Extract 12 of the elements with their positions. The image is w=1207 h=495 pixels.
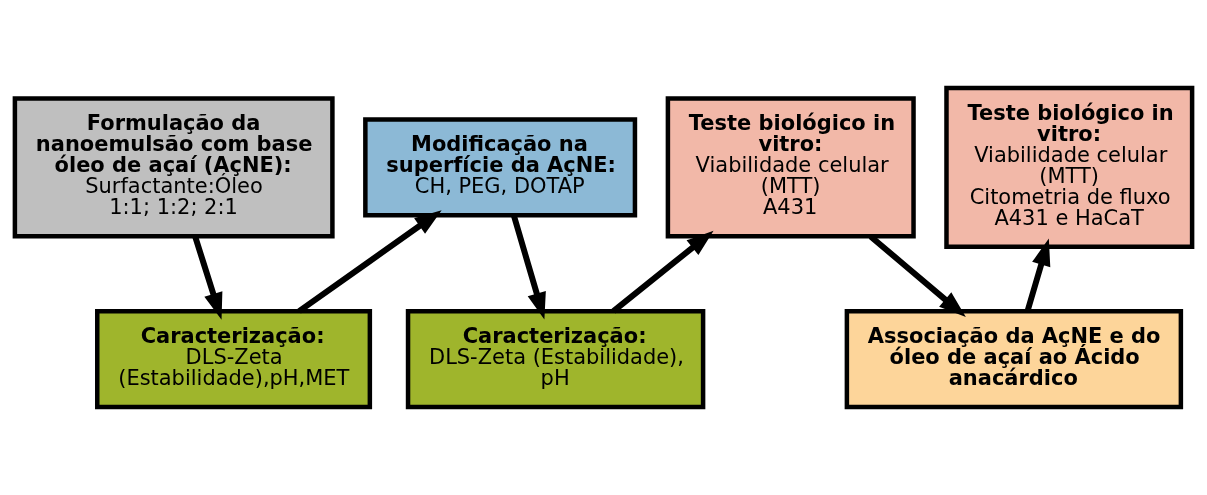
arrow — [192, 235, 223, 320]
node-box: Associação da AçNE e do óleo de açaí ao Ácido anacárdico — [844, 308, 1184, 410]
node-box: Formulação da nanoemulsão com base óleo de açaí (AçNE): Surfactante:Óleo 1:1; 1:2; 2:1 — [12, 96, 335, 239]
arrow — [511, 214, 546, 320]
node-box: Caracterização: DLS-Zeta (Estabilidade),pH,MET — [95, 308, 373, 410]
node-box: Modificação na superfície da AçNE: CH, PEG, DOTAP — [363, 117, 638, 218]
node-box: Teste biológico in vitro: Viabilidade celular (MTT) Citometria de fluxo A431 e HaCaT — [944, 85, 1195, 249]
arrow — [1024, 238, 1051, 312]
arrow — [297, 210, 442, 314]
node-box: Caracterização: DLS-Zeta (Estabilidade), pH — [405, 308, 706, 410]
arrow — [611, 230, 714, 314]
node-box: Teste biológico in vitro: Viabilidade celular (MTT) A431 — [665, 96, 916, 239]
